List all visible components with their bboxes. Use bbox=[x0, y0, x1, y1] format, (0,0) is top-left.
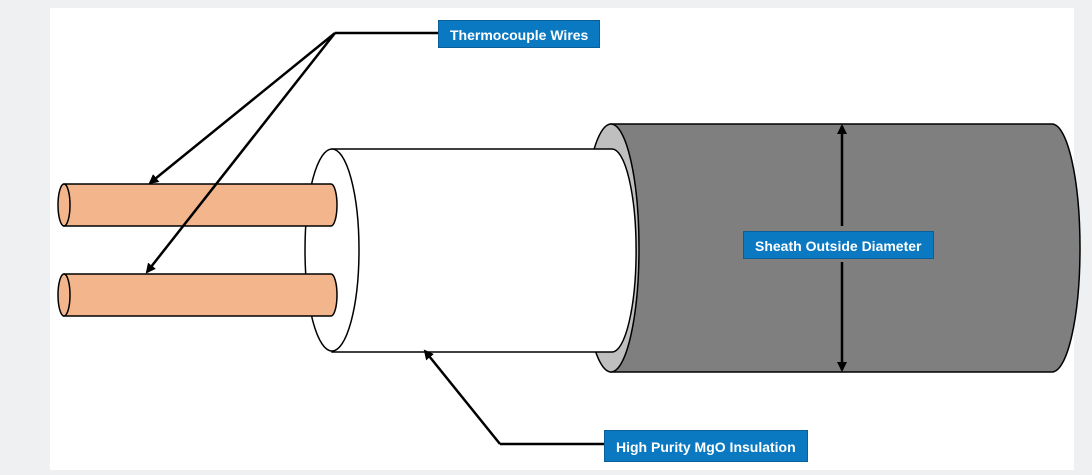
wires-arrow-to-top-wire bbox=[148, 32, 336, 185]
wires-arrow-to-bottom-wire bbox=[145, 32, 336, 274]
mgo-arrow bbox=[423, 349, 501, 445]
wire-top-end bbox=[57, 183, 71, 227]
insulation-body bbox=[331, 148, 637, 353]
sheath-outside-diameter-label: Sheath Outside Diameter bbox=[743, 231, 934, 259]
wire-bottom-end bbox=[57, 273, 71, 317]
insulation-end-face bbox=[304, 148, 360, 352]
thermocouple-wires-label: Thermocouple Wires bbox=[438, 20, 601, 48]
mgo-insulation-label: High Purity MgO Insulation bbox=[604, 430, 808, 462]
thermocouple-wire-bottom bbox=[63, 273, 338, 317]
